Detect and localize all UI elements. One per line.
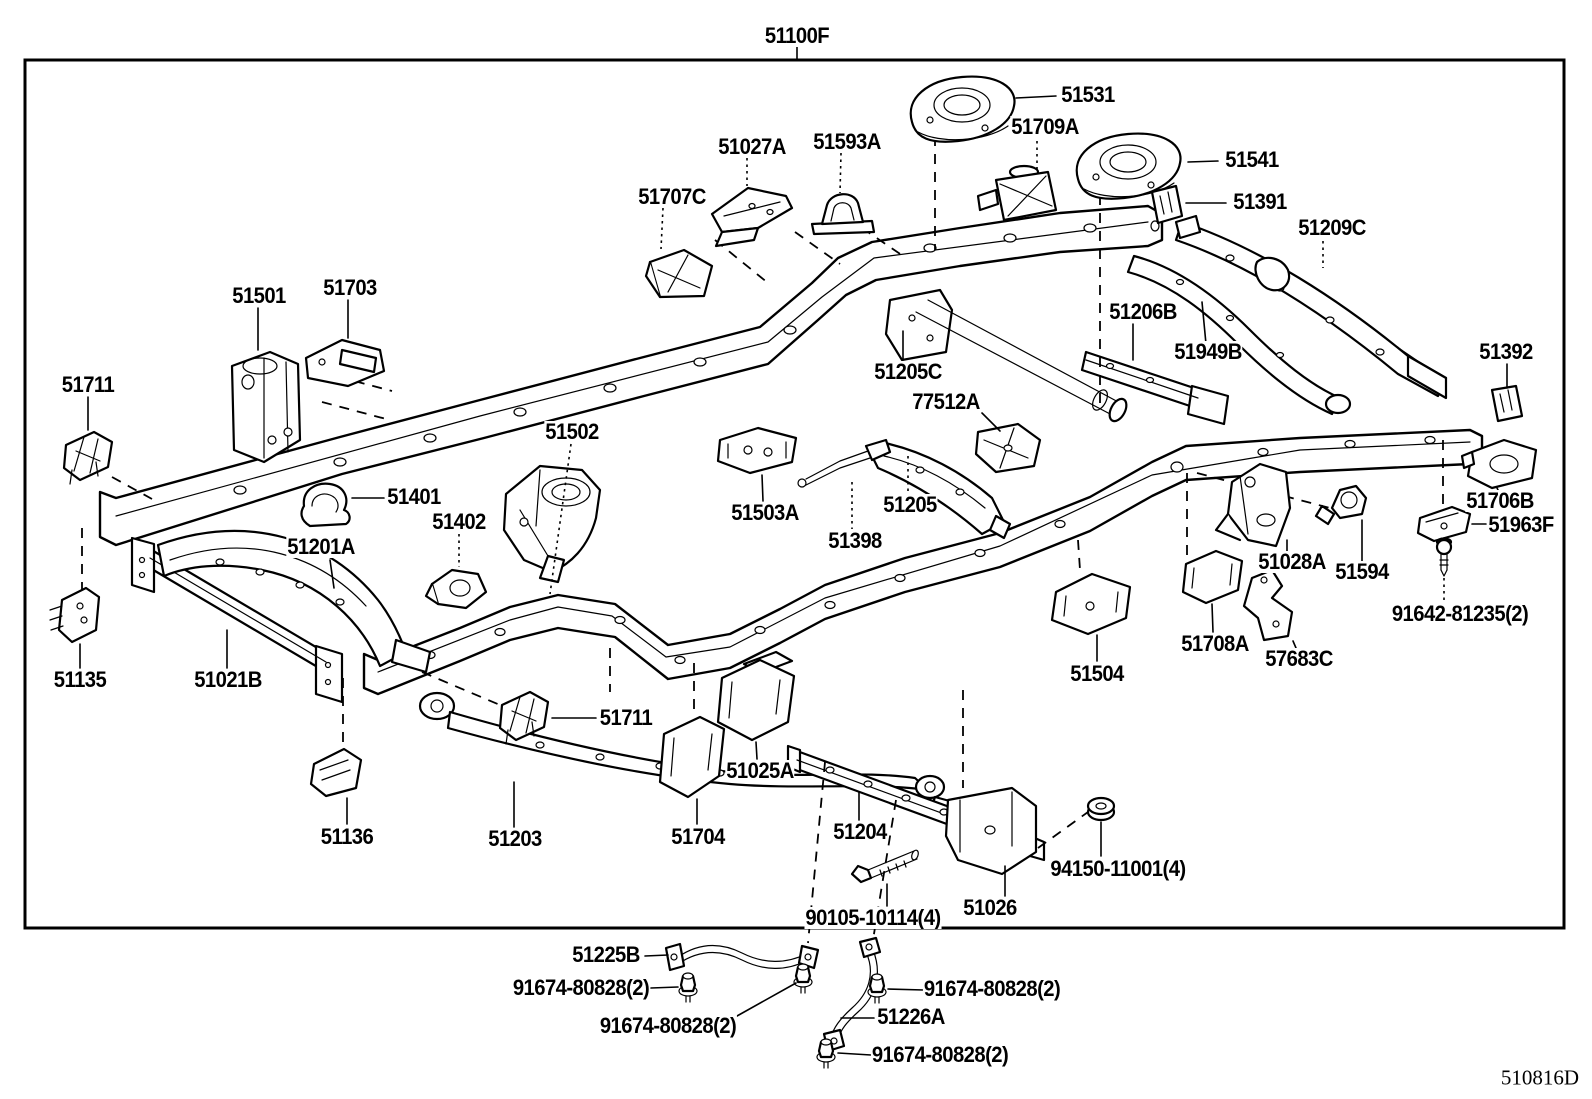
part-51028A-bracket: [1214, 462, 1292, 548]
crossmember-51205: [864, 438, 1012, 540]
part-number-label: 57683C: [1264, 646, 1334, 671]
part-number-label: 51028A: [1257, 549, 1327, 574]
part-90105-bolt: [850, 849, 919, 884]
part-number-label: 91674-80828(2): [598, 1013, 738, 1038]
part-51391-clip: [1150, 184, 1184, 225]
part-number-label: 51021B: [193, 667, 263, 692]
part-51226A-tube: [822, 936, 882, 1053]
crossmember-51206B: [1080, 350, 1230, 426]
part-number-label: 510816D: [1500, 1065, 1580, 1090]
part-94150-nut: [1086, 796, 1116, 822]
part-number-label: 51206B: [1108, 299, 1178, 324]
part-number-label: 51135: [52, 667, 108, 692]
part-number-label: 51025A: [725, 758, 795, 783]
part-51703-bracket: [304, 338, 386, 388]
part-number-label: 51205: [882, 492, 938, 517]
part-number-label: 51026: [962, 895, 1018, 920]
part-number-label: 51401: [386, 484, 442, 509]
part-number-label: 90105-10114(4): [804, 905, 942, 930]
part-51963F-bracket: [1416, 505, 1472, 543]
part-51027A-bracket: [710, 186, 794, 248]
part-number-label: 51963F: [1487, 512, 1555, 537]
part-51026-bracket: [944, 786, 1038, 876]
part-number-label: 51100F: [763, 23, 831, 48]
part-number-label: 51504: [1069, 661, 1125, 686]
part-51392-clip: [1490, 384, 1524, 423]
part-number-label: 91642-81235(2): [1390, 601, 1530, 626]
side-rail-left: [98, 204, 1164, 547]
leader-lines: [79, 46, 1508, 1056]
part-number-label: 51709A: [1010, 114, 1080, 139]
part-number-label: 51136: [319, 824, 375, 849]
part-51949B-rail: [1126, 254, 1352, 416]
part-51594-clip: [1314, 484, 1368, 526]
diagram-border: [23, 58, 1566, 930]
crossmember-51021B: [130, 536, 344, 704]
part-51135-bracket: [49, 586, 101, 644]
part-51401-clamp: [300, 482, 351, 528]
part-51707C-bracket: [644, 248, 714, 299]
part-number-label: 51392: [1478, 339, 1534, 364]
part-number-label: 51949B: [1173, 339, 1243, 364]
part-number-label: 51204: [832, 819, 888, 844]
part-number-label: 51707C: [637, 184, 707, 209]
part-number-label: 91674-80828(2): [922, 976, 1062, 1001]
part-number-label: 51704: [670, 824, 726, 849]
part-77512A-bracket: [974, 422, 1042, 474]
part-51136-bracket: [309, 747, 363, 798]
part-number-label: 51502: [544, 419, 600, 444]
part-number-label: 51503A: [730, 500, 800, 525]
part-51706B-bracket: [1460, 438, 1538, 490]
crossmember-51209C: [1174, 214, 1448, 400]
part-number-label: 94150-11001(4): [1049, 856, 1187, 881]
part-57683C-bracket: [1242, 568, 1294, 642]
part-number-label: 51593A: [812, 129, 882, 154]
part-number-label: 77512A: [911, 389, 981, 414]
part-number-label: 51706B: [1465, 488, 1535, 513]
part-number-label: 51501: [231, 283, 287, 308]
part-51708A-channel: [1181, 549, 1244, 605]
part-number-label: 91674-80828(2): [511, 975, 651, 1000]
part-number-label: 51711: [598, 705, 654, 730]
part-51398-rod: [797, 450, 871, 488]
part-number-label: 51201A: [286, 534, 356, 559]
part-number-label: 51711: [60, 372, 116, 397]
part-number-label: 51594: [1334, 559, 1390, 584]
part-number-label: 51209C: [1297, 215, 1367, 240]
part-51504-channel: [1050, 572, 1132, 636]
part-number-label: 51402: [431, 509, 487, 534]
part-number-label: 51225B: [571, 942, 641, 967]
part-number-label: 91674-80828(2): [870, 1042, 1010, 1067]
part-number-label: 51541: [1224, 147, 1280, 172]
part-51402-clamp: [424, 568, 488, 610]
part-51225B-tube: [664, 942, 820, 972]
part-number-label: 51027A: [717, 134, 787, 159]
part-51593A-clamp: [810, 193, 876, 236]
part-51704-channel: [658, 715, 726, 799]
part-number-label: 51203: [487, 826, 543, 851]
part-number-label: 51205C: [873, 359, 943, 384]
part-51503A-bracket: [716, 426, 798, 475]
part-number-label: 51703: [322, 275, 378, 300]
part-number-label: 51531: [1060, 82, 1116, 107]
part-51501-bracket: [230, 350, 302, 464]
part-number-label: 51226A: [876, 1004, 946, 1029]
part-91642-screw: [1435, 537, 1453, 577]
part-51502-bracket: [502, 464, 602, 584]
part-number-label: 51391: [1232, 189, 1288, 214]
part-51025A-channel: [716, 650, 796, 742]
part-51709A-bracket: [976, 164, 1058, 222]
part-number-label: 51708A: [1180, 631, 1250, 656]
part-number-label: 51398: [827, 528, 883, 553]
